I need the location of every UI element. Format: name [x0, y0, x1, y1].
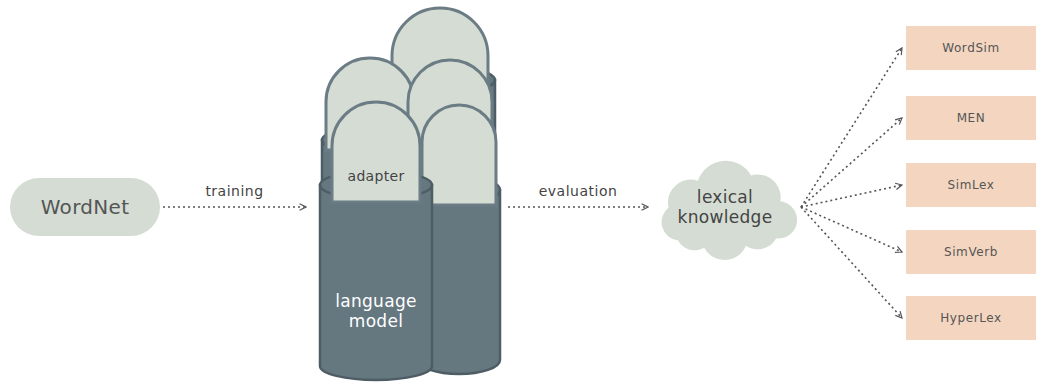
dotted-arrow: [163, 206, 306, 208]
text-block: SimLex: [906, 163, 1036, 207]
node-label: adapter: [348, 168, 405, 185]
adapter-dome-shape: [332, 102, 420, 202]
text-block: SimVerb: [906, 230, 1036, 274]
edge-label: training: [205, 183, 263, 199]
benchmark-box: SimLex: [906, 163, 1036, 207]
node-label: MEN: [957, 111, 986, 125]
node-label: WordSim: [942, 41, 1000, 55]
knowledge-cloud: lexical knowledge: [652, 158, 798, 256]
text-block: MEN: [906, 96, 1036, 140]
text-block: HyperLex: [906, 296, 1036, 340]
benchmark-box: MEN: [906, 96, 1036, 140]
benchmark-box: HyperLex: [906, 296, 1036, 340]
node-label: HyperLex: [940, 311, 1002, 325]
dotted-arrow: [801, 48, 902, 207]
node-label: SimLex: [948, 178, 995, 192]
text-block: lexical knowledge: [666, 172, 784, 242]
adapter-dome-outline: [330, 100, 422, 204]
source-pill: WordNet: [10, 178, 160, 236]
cloud-shape: [662, 161, 798, 260]
text-block: language model: [320, 276, 432, 346]
node-label: lexical knowledge: [666, 187, 784, 228]
dotted-arrow: [801, 118, 902, 207]
dotted-arrow: [801, 207, 902, 318]
text-block: WordNet: [10, 178, 160, 236]
dotted-arrow: [801, 185, 902, 207]
node-label: language model: [320, 291, 432, 332]
node-label: WordNet: [41, 195, 130, 219]
cylinder-body: [320, 185, 432, 380]
benchmark-box: SimVerb: [906, 230, 1036, 274]
node-label: SimVerb: [944, 245, 998, 259]
model-stack: language model adapter: [310, 4, 505, 383]
text-block: WordSim: [906, 26, 1036, 70]
dotted-arrow: [801, 207, 902, 252]
adapter-dome: adapter: [330, 100, 422, 204]
text-block: adapter: [334, 158, 418, 194]
edge-label: evaluation: [539, 183, 618, 199]
dotted-arrow: [508, 206, 648, 208]
benchmark-box: WordSim: [906, 26, 1036, 70]
